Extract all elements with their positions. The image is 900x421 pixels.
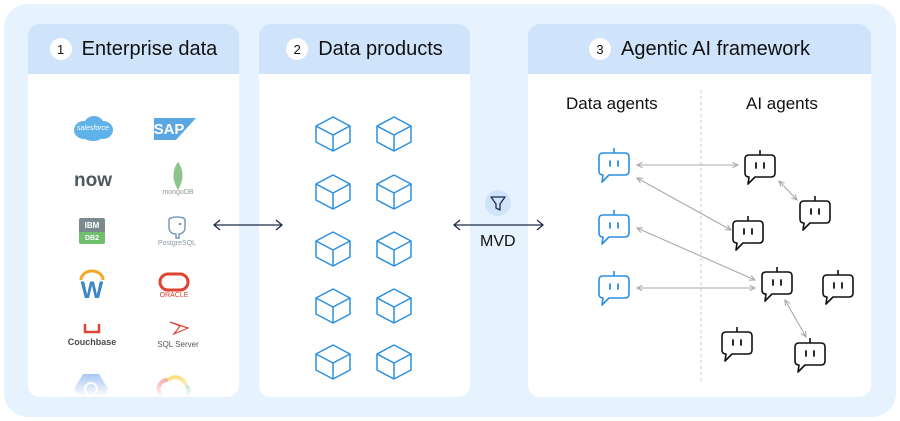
agent-link-arrowhead xyxy=(724,224,733,231)
ai-agent-icon xyxy=(732,216,764,251)
agent-link xyxy=(636,177,732,231)
data-products-grid xyxy=(315,116,412,380)
workday-arc-icon xyxy=(79,269,105,281)
postgresql-text: PostgreSQL xyxy=(157,239,197,247)
sql-server-text: SQL Server xyxy=(157,339,199,349)
couchbase-text: Couchbase xyxy=(67,337,117,347)
data-agent-icon xyxy=(598,210,630,245)
ai-agents-label: AI agents xyxy=(746,94,818,113)
data-agent-icon xyxy=(598,271,630,306)
sql-server-icon xyxy=(169,321,190,336)
sap-text: SAP xyxy=(153,120,185,138)
data-product-cube-icon xyxy=(376,231,412,267)
panel-fade xyxy=(28,357,239,397)
data-product-cube-icon xyxy=(376,174,412,210)
couchbase-icon xyxy=(83,324,101,334)
data-product-cube-icon xyxy=(315,116,351,152)
ai-agent-icon xyxy=(761,267,793,302)
data-product-cube-icon xyxy=(376,116,412,152)
servicenow-logo: now xyxy=(74,170,112,191)
agent-links xyxy=(635,161,807,339)
agent-link-arrowhead xyxy=(748,275,757,281)
db2-text: DB2 xyxy=(79,232,105,244)
data-product-cube-icon xyxy=(315,231,351,267)
data-agent-icon xyxy=(598,148,630,183)
agent-icons xyxy=(598,148,854,373)
postgresql-elephant-icon xyxy=(168,216,186,239)
data-product-cube-icon xyxy=(376,288,412,324)
agent-link-arrowhead xyxy=(635,227,644,233)
panel-title: Enterprise data xyxy=(81,37,218,60)
data-products-panel: 2 Data products xyxy=(259,24,470,397)
data-product-cube-icon xyxy=(315,288,351,324)
panel-title: Agentic AI framework xyxy=(621,37,810,60)
panel-title: Data products xyxy=(318,37,443,60)
mongodb-text: mongoDB xyxy=(162,188,194,196)
enterprise-to-products-arrow xyxy=(212,219,284,231)
ai-agent-icon xyxy=(721,327,753,362)
step-number: 2 xyxy=(286,38,309,60)
workday-logo: W xyxy=(80,277,104,304)
agent-link-arrowhead xyxy=(778,180,785,187)
agent-link-arrowhead xyxy=(791,194,798,201)
products-to-agents-arrow xyxy=(452,219,545,231)
agent-link xyxy=(636,227,756,281)
agent-link-arrowhead xyxy=(635,177,644,184)
ibm-db2-logo: IBM DB2 xyxy=(79,218,105,244)
data-agents-label: Data agents xyxy=(566,94,658,113)
step-number: 1 xyxy=(49,38,72,60)
enterprise-data-panel: 1 Enterprise data salesforce SAP now mon… xyxy=(28,24,239,397)
agent-link-arrowhead xyxy=(635,161,643,169)
agentic-ai-header: 3 Agentic AI framework xyxy=(528,24,871,74)
agent-link xyxy=(778,180,798,201)
agent-link-arrowhead xyxy=(749,284,757,292)
salesforce-logo xyxy=(74,116,113,141)
enterprise-data-header: 1 Enterprise data xyxy=(28,24,239,74)
data-product-cube-icon xyxy=(315,174,351,210)
ai-agent-icon xyxy=(822,270,854,305)
agent-link-arrowhead xyxy=(732,161,740,169)
filter-icon xyxy=(485,190,511,216)
ai-agent-icon xyxy=(744,150,776,185)
data-product-cube-icon xyxy=(376,344,412,380)
data-products-header: 2 Data products xyxy=(259,24,470,74)
agent-link-arrowhead xyxy=(800,330,807,339)
data-product-cube-icon xyxy=(315,344,351,380)
oracle-ring-icon xyxy=(158,272,190,292)
ibm-text: IBM xyxy=(79,218,105,232)
mvd-label: MVD xyxy=(480,233,516,250)
ai-agent-icon xyxy=(794,338,826,373)
oracle-text: ORACLE xyxy=(159,291,189,299)
sap-logo xyxy=(154,118,196,140)
mongodb-leaf-icon xyxy=(173,162,183,190)
ai-agent-icon xyxy=(799,196,831,231)
agent-link-arrowhead xyxy=(784,298,791,307)
step-number: 3 xyxy=(589,38,612,60)
agent-link-arrowhead xyxy=(635,284,643,292)
agent-link xyxy=(784,299,807,338)
salesforce-text: salesforce xyxy=(77,124,109,132)
